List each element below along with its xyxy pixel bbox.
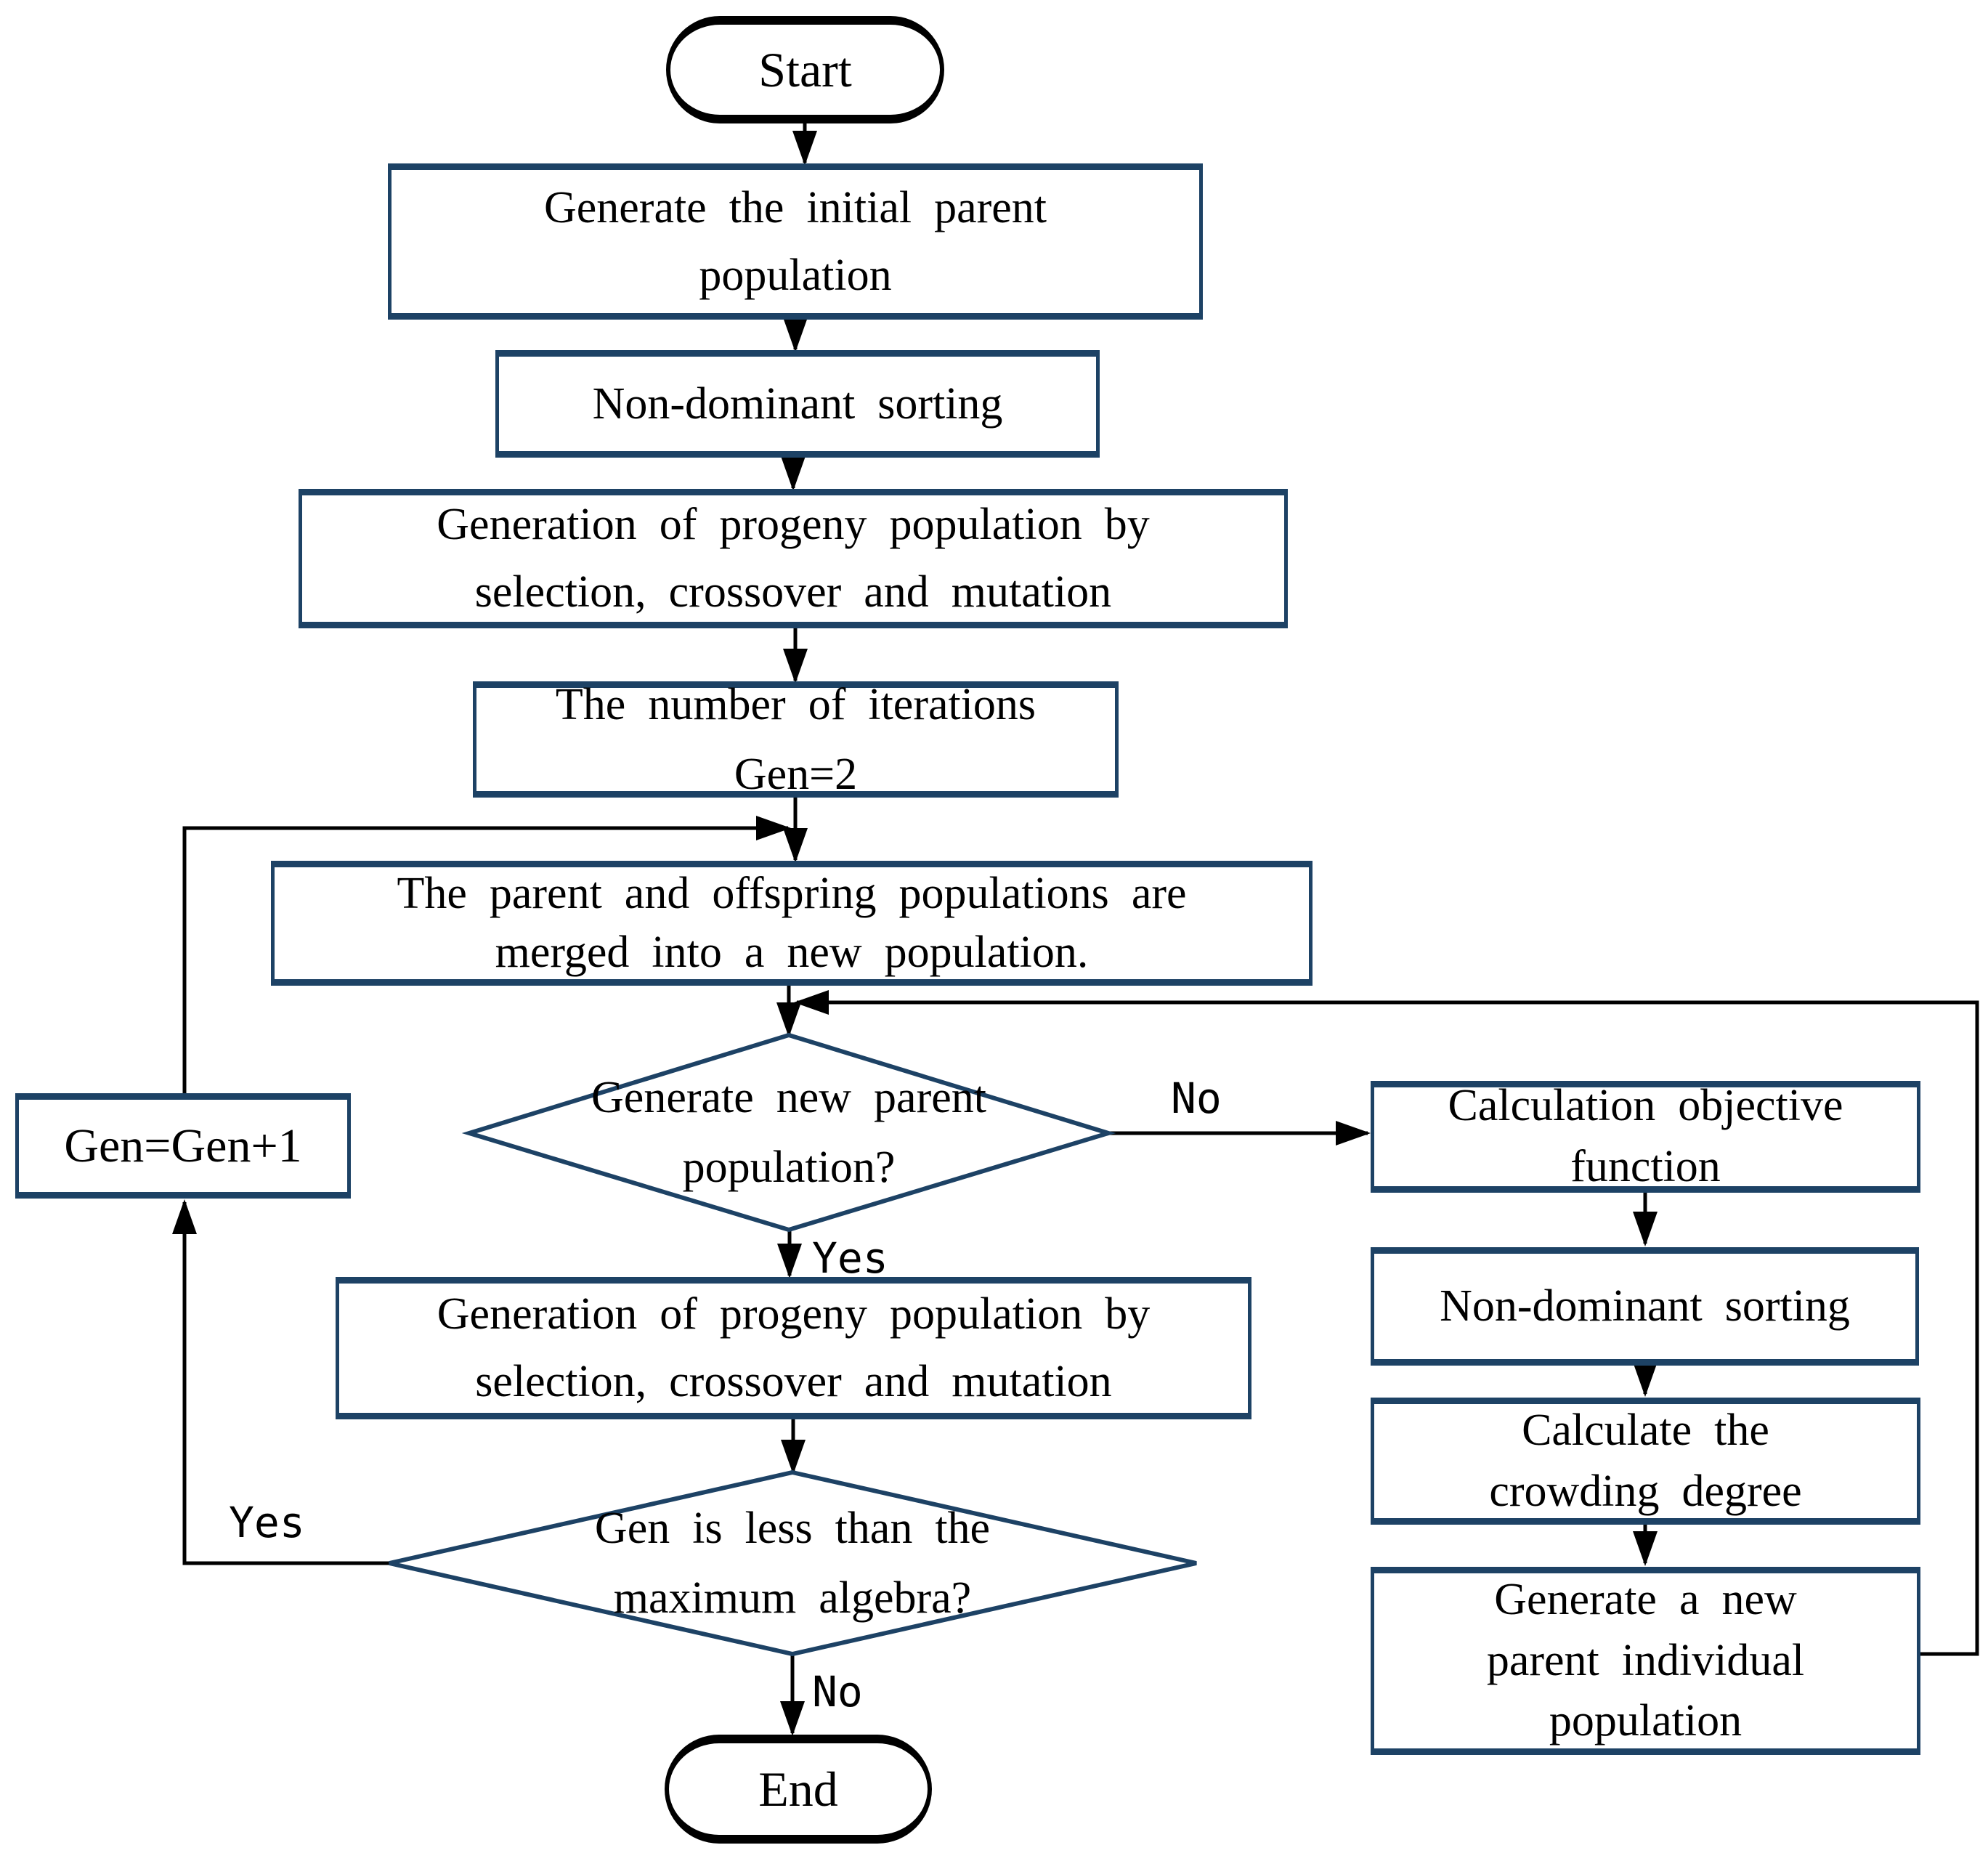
process-non-dominant-sorting-2: Non-dominant sorting — [1371, 1247, 1919, 1366]
process-gen-increment: Gen=Gen+1 — [15, 1093, 351, 1199]
process-calculation-objective-function: Calculation objective function — [1371, 1081, 1920, 1193]
process-generate-new-parent-population: Generate a new parent individual populat… — [1371, 1567, 1920, 1755]
process-progeny-population-1: Generation of progeny population by sele… — [299, 489, 1288, 628]
edge-decision2-yes — [172, 1199, 389, 1565]
decision-generate-new-parent-shape — [461, 1032, 1116, 1233]
process-generate-initial-population: Generate the initial parent population — [388, 163, 1203, 320]
process-non-dominant-sorting-1: Non-dominant sorting — [495, 350, 1100, 458]
label-decision2-no: No — [812, 1667, 863, 1716]
process-iterations-gen2: The number of iterations Gen=2 — [473, 680, 1119, 799]
edge-gen-loop-return — [182, 816, 791, 1093]
process-merge-populations: The parent and offspring populations are… — [271, 861, 1313, 986]
decision-gen-less-than-max: Gen is less than the maximum algebra? — [594, 1503, 991, 1623]
decision-max-algebra-shape — [389, 1469, 1197, 1657]
label-decision1-no: No — [1171, 1074, 1222, 1123]
edge-feedback-right-loop — [794, 990, 1979, 1656]
process-progeny-population-2: Generation of progeny population by sele… — [336, 1277, 1251, 1419]
start-terminal: Start — [666, 16, 944, 123]
decision-generate-new-parent: Generate new parent population? — [591, 1072, 986, 1192]
process-calculate-crowding-degree: Calculate the crowding degree — [1371, 1398, 1920, 1525]
label-decision1-yes: Yes — [812, 1233, 888, 1283]
label-decision2-yes: Yes — [229, 1498, 305, 1547]
end-terminal: End — [665, 1735, 932, 1844]
